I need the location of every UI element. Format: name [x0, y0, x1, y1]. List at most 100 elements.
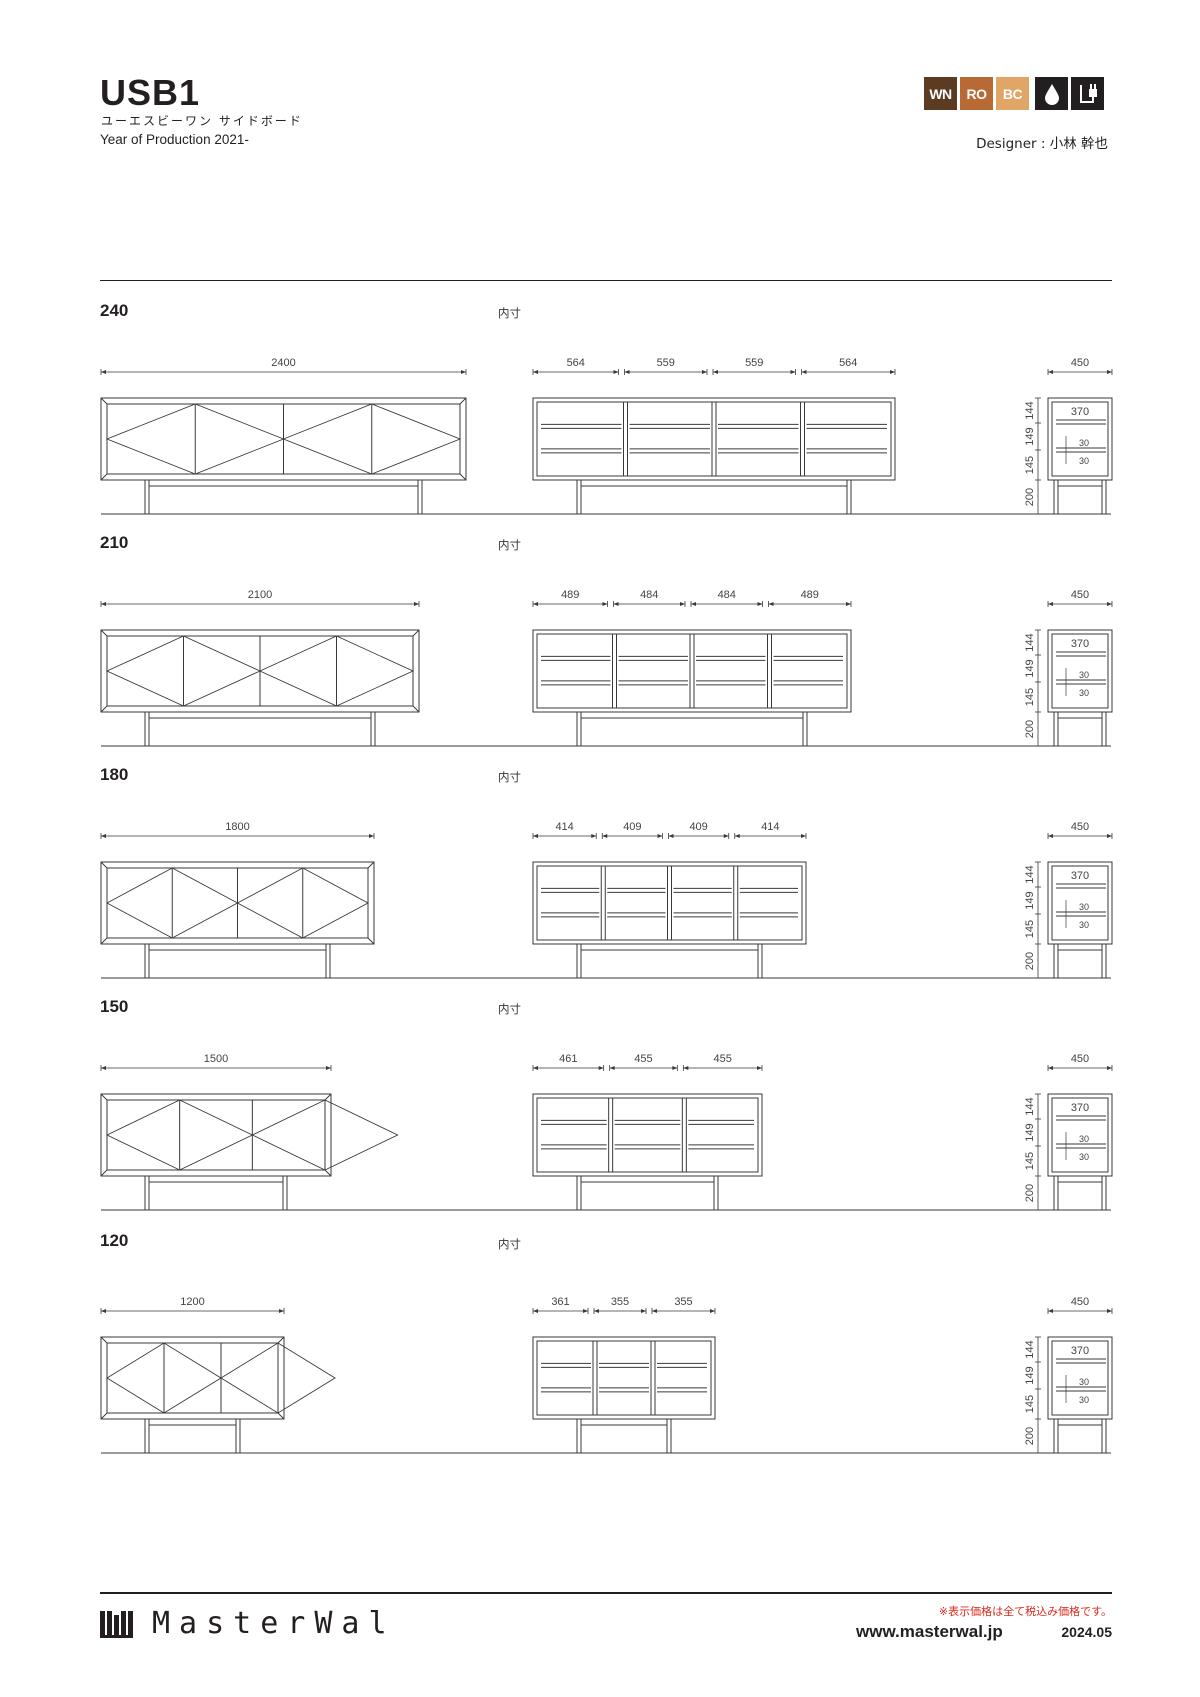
- dimension-arrow: [757, 602, 763, 606]
- overall-width-label: 1500: [204, 1053, 228, 1065]
- front-body: [100, 1336, 285, 1420]
- dimension-arrow: [801, 834, 806, 838]
- bevel: [100, 861, 108, 869]
- front-panel-inset: [106, 1099, 326, 1171]
- side-depth-label: 450: [1071, 821, 1089, 833]
- shelf-gap-label: 30: [1079, 1395, 1089, 1405]
- inner-dimension-label: 内寸: [498, 306, 521, 320]
- inner-width-label: 409: [623, 821, 641, 833]
- inner-width-label: 489: [801, 589, 819, 601]
- dimension-arrow: [710, 1309, 715, 1313]
- side-inner-depth-label: 370: [1071, 406, 1089, 418]
- overall-width-label: 1200: [180, 1296, 204, 1308]
- dimension-arrow: [757, 1066, 762, 1070]
- dimension-arrow: [326, 1066, 331, 1070]
- brand-logo: MasterWal: [100, 1606, 396, 1641]
- dimension-arrow: [624, 370, 630, 374]
- front-body: [100, 861, 375, 945]
- height-label: 144: [1024, 865, 1036, 883]
- dimension-arrow: [1107, 602, 1112, 606]
- inner-width-label: 461: [559, 1053, 577, 1065]
- inner-width-label: 564: [839, 357, 857, 369]
- side-depth-label: 450: [1071, 589, 1089, 601]
- dimension-arrow: [602, 602, 608, 606]
- bevel: [100, 1412, 108, 1420]
- website-link[interactable]: www.masterwal.jp: [856, 1622, 1003, 1641]
- dimension-arrow: [1048, 834, 1053, 838]
- dimension-arrow: [668, 834, 674, 838]
- diamond-pattern: [220, 1342, 336, 1414]
- diamond-pattern: [236, 867, 369, 939]
- inner-width-label: 409: [689, 821, 707, 833]
- section-size-120: 120: [100, 1231, 129, 1250]
- dimension-arrow: [613, 602, 619, 606]
- section-size-210: 210: [100, 533, 129, 552]
- dimension-arrow: [598, 1066, 604, 1070]
- shelf-gap-label: 30: [1079, 670, 1089, 680]
- dimension-arrow: [101, 602, 106, 606]
- bevel: [459, 397, 467, 405]
- dimension-arrow: [652, 1309, 657, 1313]
- inner-width-label: 489: [561, 589, 579, 601]
- dimension-arrow: [713, 370, 718, 374]
- dimension-arrow: [583, 1309, 588, 1313]
- dimension-arrow: [591, 834, 597, 838]
- diamond-pattern: [282, 403, 462, 475]
- bevel: [412, 705, 420, 713]
- dimension-arrow: [613, 370, 619, 374]
- bevel: [100, 629, 108, 637]
- inner-dimension-label: 内寸: [498, 538, 521, 552]
- side-inset: [1051, 1097, 1109, 1173]
- shelf-gap-label: 30: [1079, 1134, 1089, 1144]
- shelf-gap-label: 30: [1079, 688, 1089, 698]
- dimension-arrow: [101, 834, 106, 838]
- shelf-gap-label: 30: [1079, 920, 1089, 930]
- height-label: 149: [1024, 891, 1036, 909]
- height-label: 144: [1024, 1097, 1036, 1115]
- side-body: [1047, 397, 1113, 481]
- shelf-gap-label: 30: [1079, 456, 1089, 466]
- brand-mark-icon: [100, 1610, 133, 1638]
- dimension-arrow: [533, 1309, 538, 1313]
- overall-width-label: 2400: [271, 357, 295, 369]
- side-inset: [1051, 633, 1109, 709]
- inner-width-label: 559: [657, 357, 675, 369]
- dimension-arrow: [1048, 1309, 1053, 1313]
- height-label: 200: [1024, 952, 1036, 970]
- dimension-arrow: [609, 1066, 615, 1070]
- dimension-arrow: [1048, 1066, 1053, 1070]
- side-inner-depth-label: 370: [1071, 1345, 1089, 1357]
- dimension-arrow: [680, 602, 685, 606]
- side-inner-depth-label: 370: [1071, 638, 1089, 650]
- dimension-arrow: [846, 602, 851, 606]
- tax-note: ※表示価格は全て税込み価格です。: [938, 1605, 1112, 1618]
- product-subtitle: ユーエスビーワン サイドボード: [101, 114, 303, 128]
- bevel: [324, 1169, 332, 1177]
- inner-width-label: 455: [713, 1053, 731, 1065]
- height-label: 149: [1024, 1123, 1036, 1141]
- inner-width-label: 564: [567, 357, 585, 369]
- badge-bc: BC: [996, 77, 1029, 110]
- dimension-arrow: [533, 602, 538, 606]
- side-inset: [1051, 401, 1109, 477]
- section-size-150: 150: [100, 997, 129, 1016]
- height-label: 145: [1024, 1395, 1036, 1413]
- height-label: 144: [1024, 401, 1036, 419]
- inner-dimension-label: 内寸: [498, 1237, 521, 1251]
- designer-credit: Designer : 小林 幹也: [976, 136, 1108, 152]
- bevel: [100, 1336, 108, 1344]
- dimension-arrow: [1048, 602, 1053, 606]
- dimension-arrow: [768, 602, 774, 606]
- shelf-gap-label: 30: [1079, 1377, 1089, 1387]
- inner-width-label: 355: [611, 1296, 629, 1308]
- inner-dimension-label: 内寸: [498, 770, 521, 784]
- dimension-arrow: [414, 602, 419, 606]
- side-inset: [1051, 865, 1109, 941]
- bevel: [367, 937, 375, 945]
- interior-inset: [536, 865, 803, 941]
- shelf-gap-label: 30: [1079, 1152, 1089, 1162]
- publication-date: 2024.05: [1061, 1624, 1112, 1640]
- inner-width-label: 559: [745, 357, 763, 369]
- side-depth-label: 450: [1071, 357, 1089, 369]
- bevel: [100, 937, 108, 945]
